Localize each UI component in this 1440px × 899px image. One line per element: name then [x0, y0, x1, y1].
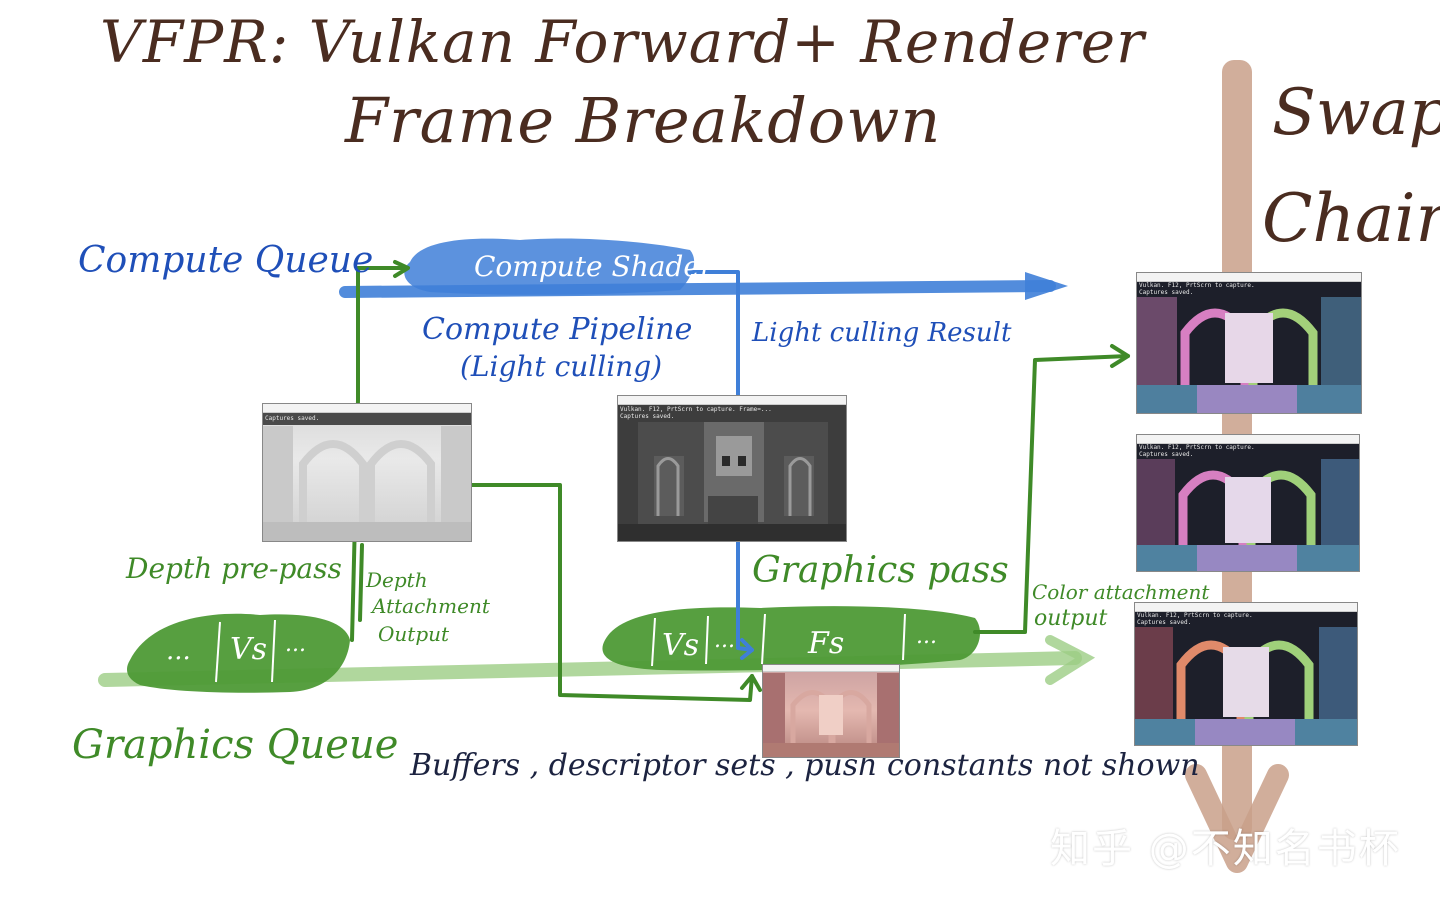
console-line-2: Captures saved.: [1139, 289, 1194, 296]
watermark: 知乎 @不知名书杯: [1050, 826, 1401, 872]
graphics-blob-dots-right: ...: [916, 624, 937, 649]
console-strip: Captures saved.: [263, 413, 471, 425]
swap-chain-label-line2: Chain: [1262, 180, 1440, 257]
light-culling-result-label: Light culling Result: [752, 318, 1012, 348]
depth-prepass-label: Depth pre-pass: [126, 552, 342, 585]
depth-scene: [263, 426, 471, 541]
diagram-subtitle: Frame Breakdown: [345, 84, 942, 157]
color-attachment-label: Color attachment: [1032, 580, 1210, 604]
console-line-2: Captures saved.: [1137, 619, 1192, 626]
window-titlebar: [1137, 435, 1359, 444]
graphics-pass-blob: [602, 606, 980, 671]
console-line-1: Vulkan. F12, PrtScrn to capture.: [1137, 612, 1253, 619]
swap-chain-image-1: Vulkan. F12, PrtScrn to capture. Capture…: [1136, 272, 1362, 414]
window-titlebar: [1135, 603, 1357, 612]
console-line-1: Vulkan. F12, PrtScrn to capture. Frame=.…: [620, 406, 772, 413]
window-titlebar: [618, 396, 846, 405]
depth-blob-vs: Vs: [230, 632, 268, 667]
scene-render: [1135, 627, 1357, 745]
window-titlebar: [1137, 273, 1361, 282]
compute-shader-blob: [404, 238, 695, 295]
depth-attachment-label-1: Depth: [366, 568, 428, 592]
scene-render: [1137, 459, 1359, 571]
light-grid-screenshot: Vulkan. F12, PrtScrn to capture. Frame=.…: [617, 395, 847, 542]
graphics-queue-label: Graphics Queue: [72, 722, 399, 768]
compute-queue-label: Compute Queue: [78, 240, 374, 281]
window-titlebar: [263, 404, 471, 413]
depth-attachment-label-2: Attachment: [372, 594, 490, 618]
console-text: Captures saved.: [265, 415, 320, 422]
depth-attachment-label-3: Output: [378, 622, 450, 646]
color-output-screenshot: [762, 664, 900, 758]
compute-pipeline-sublabel: (Light culling): [460, 350, 663, 383]
graphics-blob-fs: Fs: [808, 626, 845, 661]
swap-chain-label-line1: Swap: [1272, 76, 1440, 150]
scene-render: [1137, 297, 1361, 413]
blob-dividers: [215, 613, 906, 683]
window-titlebar: [763, 665, 899, 672]
graphics-pass-label: Graphics pass: [752, 550, 1009, 591]
color-attachment-sublabel: output: [1034, 606, 1108, 631]
light-grid-scene: [618, 422, 846, 541]
depth-blob-dots-right: ...: [285, 632, 306, 657]
swap-chain-image-2: Vulkan. F12, PrtScrn to capture. Capture…: [1136, 434, 1360, 572]
diagram-title: VFPR: Vulkan Forward+ Renderer: [100, 8, 1145, 76]
swap-chain-image-3: Vulkan. F12, PrtScrn to capture. Capture…: [1134, 602, 1358, 746]
graphics-blob-dots-mid: ...: [714, 628, 735, 653]
console-line-2: Captures saved.: [620, 413, 675, 420]
compute-pipeline-label: Compute Pipeline: [422, 312, 693, 347]
color-output-scene: [763, 673, 899, 757]
console-line-1: Vulkan. F12, PrtScrn to capture.: [1139, 444, 1255, 451]
console-line-1: Vulkan. F12, PrtScrn to capture.: [1139, 282, 1255, 289]
console-line-2: Captures saved.: [1139, 451, 1194, 458]
compute-shader-label: Compute Shader: [474, 250, 714, 283]
graphics-blob-vs: Vs: [662, 628, 700, 663]
depth-prepass-blob: [127, 613, 351, 693]
depth-buffer-screenshot: Captures saved.: [262, 403, 472, 542]
depth-blob-dots-left: ...: [166, 636, 191, 666]
